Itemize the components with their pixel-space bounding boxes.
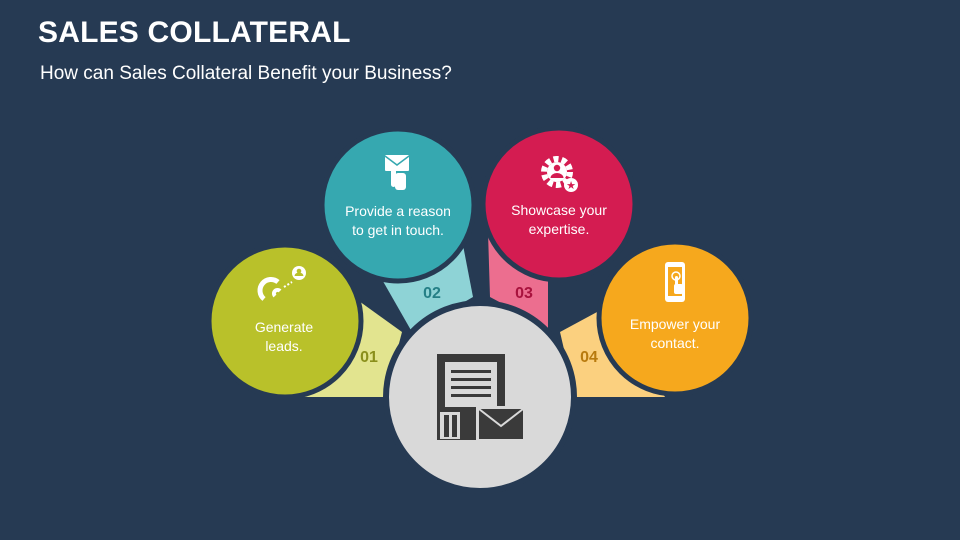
item-02-label-line2: to get in touch. <box>352 222 444 238</box>
item-02: Provide a reason to get in touch. <box>319 126 477 284</box>
item-04: Empower your contact. <box>596 239 754 397</box>
item-03: ★ Showcase your expertise. <box>480 125 638 283</box>
item-01-label-line2: leads. <box>265 338 302 354</box>
item-02-label-line1: Provide a reason <box>345 203 451 219</box>
item-03-label-line2: expertise. <box>529 221 590 237</box>
phone-touch-icon <box>665 262 685 302</box>
document-card-envelope-icon <box>437 354 526 442</box>
step-number-02: 02 <box>423 285 441 302</box>
page-subtitle: How can Sales Collateral Benefit your Bu… <box>40 63 452 84</box>
center-hub <box>383 300 577 494</box>
item-03-label-line1: Showcase your <box>511 202 607 218</box>
step-number-03: 03 <box>515 285 533 302</box>
item-04-label-line1: Empower your <box>630 316 721 332</box>
item-01: Generate leads. <box>206 242 364 400</box>
item-04-label-line2: contact. <box>650 335 699 351</box>
step-number-01: 01 <box>360 349 378 366</box>
gear-user-star-icon: ★ <box>541 156 578 192</box>
page-title: SALES COLLATERAL <box>38 16 351 49</box>
hand-envelope-icon <box>384 155 410 190</box>
svg-text:★: ★ <box>566 179 576 192</box>
step-number-04: 04 <box>580 349 598 366</box>
magnet-icon <box>257 266 306 301</box>
item-01-label-line1: Generate <box>255 319 314 335</box>
